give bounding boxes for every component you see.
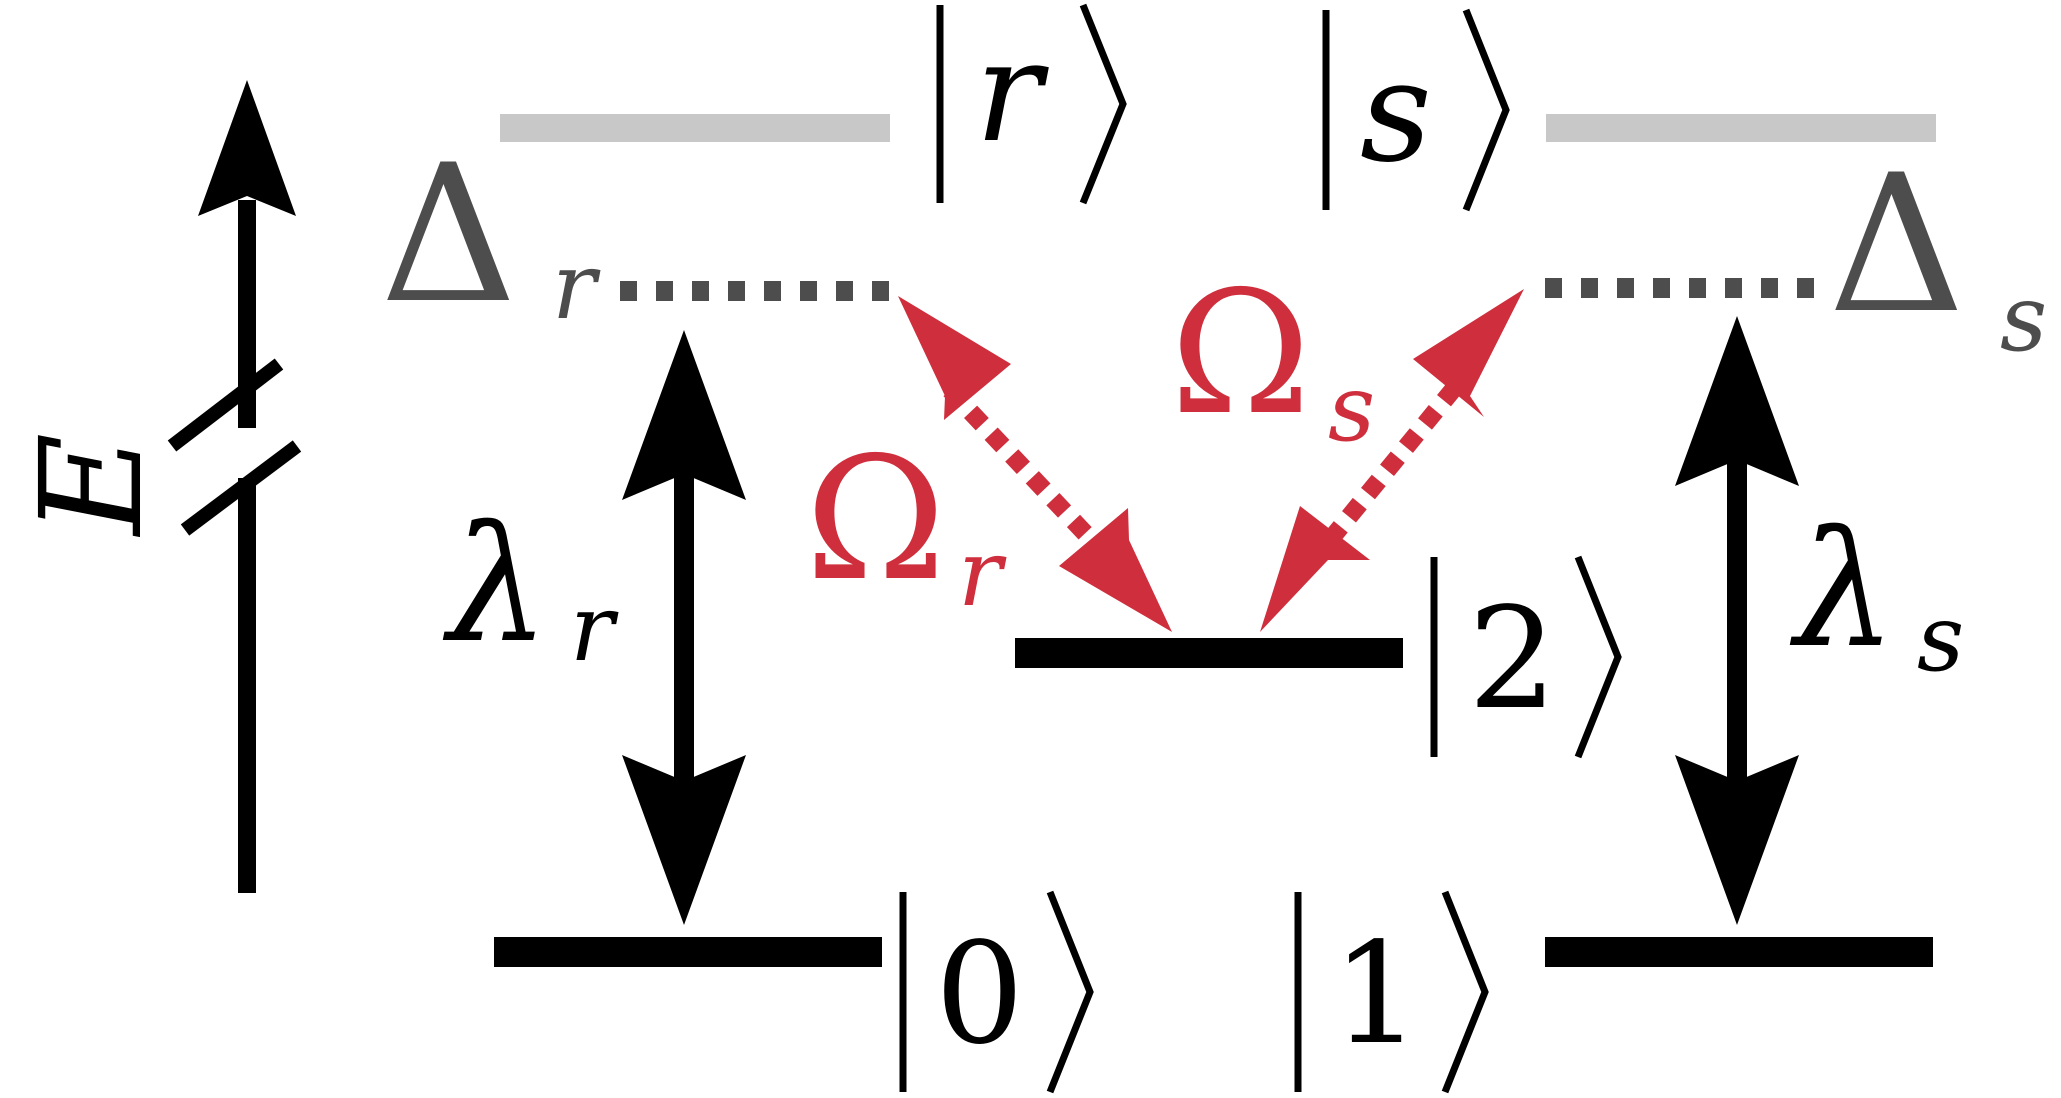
detuning-r-label: Δ r — [380, 124, 601, 345]
energy-axis-label: E — [11, 433, 174, 538]
drive-r-subscript: r — [958, 520, 1007, 627]
energy-axis-arrowhead — [198, 80, 296, 216]
level-s-bar — [1546, 114, 1936, 142]
detuning-s-label: Δ s — [1828, 134, 2047, 372]
ket-2-symbol: 2 — [1468, 578, 1557, 741]
detuning-s-subscript: s — [2000, 265, 2047, 372]
ket-1: 1 — [1294, 890, 1489, 1094]
energy-levels — [494, 114, 1936, 967]
ket-1-angle — [1441, 890, 1489, 1094]
drive-s-subscript: s — [1328, 355, 1375, 462]
ket-2-angle — [1574, 555, 1622, 759]
drive-arrow-r — [898, 296, 1172, 632]
drive-r-label: Ω r — [805, 421, 1007, 627]
ket-s: s — [1322, 8, 1510, 212]
drive-s-symbol: Ω — [1170, 255, 1311, 453]
ket-0: 0 — [899, 890, 1094, 1094]
coupling-arrow-s — [1675, 316, 1799, 925]
detuning-r-subscript: r — [552, 233, 601, 340]
level-2-bar — [1015, 638, 1403, 668]
detuning-r-symbol: Δ — [380, 124, 517, 345]
drive-r-symbol: Ω — [805, 421, 946, 619]
energy-axis: E — [11, 80, 302, 893]
level-r-bar — [500, 114, 890, 142]
level-1-bar — [1545, 937, 1933, 967]
ket-0-angle — [1046, 890, 1094, 1094]
ket-r-angle — [1079, 3, 1127, 205]
coupling-s-subscript: s — [1917, 585, 1964, 692]
coupling-s-symbol: λ — [1789, 496, 1896, 683]
ket-s-angle — [1462, 8, 1510, 212]
coupling-s-label: λ s — [1789, 496, 1964, 692]
coupling-r-subscript: r — [570, 575, 619, 682]
ket-r-symbol: r — [975, 11, 1049, 174]
ket-2: 2 — [1430, 555, 1622, 759]
axis-break-mark-upper — [167, 358, 284, 452]
drive-arrow-s — [1260, 289, 1524, 632]
ket-s-symbol: s — [1360, 31, 1432, 194]
detuning-s-symbol: Δ — [1828, 134, 1965, 355]
drive-s-label: Ω s — [1170, 255, 1375, 462]
coupling-r-label: λ r — [442, 491, 619, 682]
ket-r: r — [936, 3, 1127, 205]
axis-break-mark-lower — [180, 440, 302, 536]
coupling-r-symbol: λ — [442, 491, 549, 678]
ket-0-symbol: 0 — [935, 913, 1024, 1076]
level-0-bar — [494, 937, 882, 967]
coupling-arrow-r — [622, 330, 746, 925]
ket-1-symbol: 1 — [1332, 913, 1421, 1076]
